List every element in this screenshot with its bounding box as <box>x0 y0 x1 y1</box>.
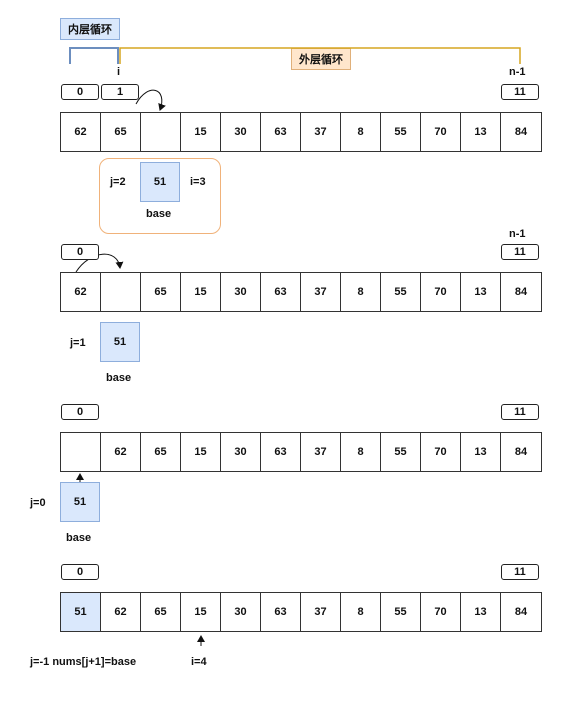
array-cell: 55 <box>381 113 421 151</box>
array-cell: 65 <box>141 593 181 631</box>
array-cell: 30 <box>221 433 261 471</box>
array-cell: 30 <box>221 113 261 151</box>
array-cell: 70 <box>421 433 461 471</box>
array-row-step-4: 51 62 65 15 30 63 37 8 55 70 13 84 <box>60 592 542 632</box>
array-cell: 30 <box>221 273 261 311</box>
index-box: 0 <box>61 244 99 260</box>
array-cell: 8 <box>341 433 381 471</box>
array-cell: 15 <box>181 593 221 631</box>
array-cell: 63 <box>261 273 301 311</box>
array-cell: 65 <box>141 273 181 311</box>
array-row-step-3: 62 65 15 30 63 37 8 55 70 13 84 <box>60 432 542 472</box>
array-cell: 55 <box>381 593 421 631</box>
i-label: i=3 <box>190 176 206 188</box>
array-cell <box>141 113 181 151</box>
inner-loop-bracket <box>69 47 119 64</box>
array-cell: 63 <box>261 113 301 151</box>
array-cell: 84 <box>501 273 541 311</box>
base-value-box: 51 <box>100 322 140 362</box>
index-box: 11 <box>501 404 539 420</box>
array-cell-inserted: 51 <box>61 593 101 631</box>
n-minus-1-label: n-1 <box>509 66 526 78</box>
array-cell: 62 <box>101 593 141 631</box>
array-cell: 84 <box>501 113 541 151</box>
array-cell: 13 <box>461 273 501 311</box>
array-cell: 70 <box>421 113 461 151</box>
array-cell: 13 <box>461 433 501 471</box>
index-box: 11 <box>501 564 539 580</box>
inner-loop-tag: 内层循环 <box>60 18 120 40</box>
index-box: 11 <box>501 84 539 100</box>
j-label: j=0 <box>30 497 46 509</box>
array-cell: 37 <box>301 433 341 471</box>
array-cell: 13 <box>461 113 501 151</box>
array-cell <box>61 433 101 471</box>
base-value-box: 51 <box>140 162 180 202</box>
index-box: 0 <box>61 84 99 100</box>
array-cell: 8 <box>341 273 381 311</box>
array-cell: 63 <box>261 593 301 631</box>
shift-arrow-1 <box>135 89 166 111</box>
n-minus-1-label: n-1 <box>509 228 526 240</box>
array-cell: 62 <box>61 273 101 311</box>
array-cell: 15 <box>181 113 221 151</box>
i-pointer-label: i <box>117 66 121 78</box>
base-group <box>99 158 221 234</box>
array-cell: 8 <box>341 593 381 631</box>
base-label: base <box>146 208 172 220</box>
array-cell: 70 <box>421 593 461 631</box>
array-cell: 65 <box>101 113 141 151</box>
array-cell: 70 <box>421 273 461 311</box>
array-cell: 63 <box>261 433 301 471</box>
array-cell: 55 <box>381 273 421 311</box>
j-label: j=2 <box>110 176 126 188</box>
index-box: 0 <box>61 564 99 580</box>
array-cell: 37 <box>301 273 341 311</box>
array-cell: 30 <box>221 593 261 631</box>
array-cell: 84 <box>501 593 541 631</box>
array-cell: 8 <box>341 113 381 151</box>
base-value-box: 51 <box>60 482 100 522</box>
array-row-step-1: 62 65 15 30 63 37 8 55 70 13 84 <box>60 112 542 152</box>
base-label: base <box>66 532 92 544</box>
array-cell: 65 <box>141 433 181 471</box>
base-label: base <box>106 372 132 384</box>
array-cell: 37 <box>301 113 341 151</box>
array-cell: 15 <box>181 433 221 471</box>
i-label: i=4 <box>191 656 207 668</box>
index-box: 0 <box>61 404 99 420</box>
j-label: j=1 <box>70 337 86 349</box>
index-box: 1 <box>101 84 139 100</box>
array-cell: 62 <box>101 433 141 471</box>
array-cell <box>101 273 141 311</box>
array-cell: 84 <box>501 433 541 471</box>
array-cell: 37 <box>301 593 341 631</box>
array-cell: 62 <box>61 113 101 151</box>
j-label: j=-1 nums[j+1]=base <box>30 656 137 668</box>
shift-arrow-2 <box>75 253 124 273</box>
index-box: 11 <box>501 244 539 260</box>
array-cell: 13 <box>461 593 501 631</box>
array-cell: 15 <box>181 273 221 311</box>
array-cell: 55 <box>381 433 421 471</box>
array-row-step-2: 62 65 15 30 63 37 8 55 70 13 84 <box>60 272 542 312</box>
outer-loop-bracket <box>119 47 521 64</box>
